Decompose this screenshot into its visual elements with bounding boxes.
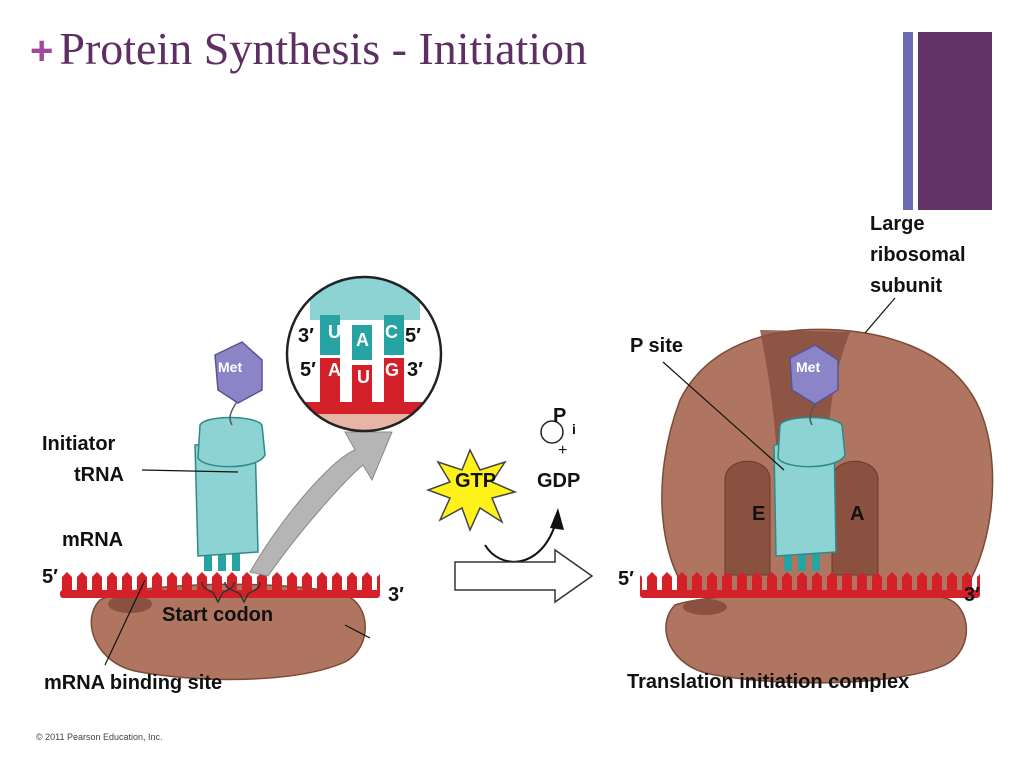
- start-codon-brace-2: [224, 581, 261, 604]
- gtp-label: GTP: [455, 470, 496, 492]
- trna-leader-line: [141, 469, 239, 473]
- pi-p-label: P: [553, 405, 566, 427]
- large-subunit-label-line3: subunit: [870, 275, 943, 297]
- large-subunit-leader-line: [864, 297, 896, 334]
- mrna-strand-right: [640, 568, 980, 598]
- start-codon-brace: [201, 581, 235, 604]
- magnify-arrow: [249, 431, 393, 577]
- anticodon-base-1: U: [328, 322, 341, 342]
- initiator-trna-left: [194, 341, 266, 571]
- subunit-leader-line: [344, 624, 371, 639]
- codon-base-2: U: [357, 367, 370, 387]
- codon-inset-circle: [285, 275, 443, 433]
- inset-top-right-label: 5′: [405, 325, 421, 347]
- slide-title: +Protein Synthesis - Initiation: [30, 22, 587, 75]
- met-label-left: Met: [218, 359, 242, 375]
- right-three-prime: 3′: [964, 584, 980, 606]
- initiator-trna-right: [773, 344, 846, 571]
- mrna-label: mRNA: [62, 529, 123, 551]
- anticodon-base-3: C: [385, 322, 398, 342]
- binding-site-label: mRNA binding site: [44, 672, 222, 694]
- codon-base-3: G: [385, 360, 399, 380]
- inset-top-left-label: 3′: [298, 325, 314, 347]
- copyright-text: © 2011 Pearson Education, Inc.: [36, 732, 163, 742]
- large-subunit-label-line2: ribosomal: [870, 244, 966, 266]
- start-codon-label: Start codon: [162, 604, 273, 626]
- codon-base-1: A: [328, 360, 341, 380]
- gdp-label: GDP: [537, 470, 580, 492]
- initiator-label-line2: tRNA: [74, 464, 124, 486]
- mrna-strand-left: [60, 568, 380, 598]
- initiator-label-line1: Initiator: [42, 433, 116, 455]
- small-ribosomal-subunit-left: [90, 583, 366, 681]
- anticodon-base-2: A: [356, 330, 369, 350]
- inset-bottom-left-label: 5′: [300, 359, 316, 381]
- title-text: Protein Synthesis - Initiation: [59, 23, 588, 74]
- right-five-prime: 5′: [618, 568, 634, 590]
- inset-bottom-right-label: 3′: [407, 359, 423, 381]
- phosphate-circle-icon: [540, 420, 564, 444]
- reaction-curve: [484, 524, 556, 563]
- a-site-label: A: [850, 503, 864, 525]
- plus-sign: +: [558, 442, 567, 459]
- complex-caption: Translation initiation complex: [627, 671, 909, 693]
- title-plus-icon: +: [30, 29, 54, 73]
- accent-bar-thick: [918, 32, 992, 210]
- process-arrow-icon: [454, 548, 594, 604]
- accent-bar-thin: [903, 32, 913, 210]
- left-three-prime: 3′: [388, 584, 404, 606]
- large-subunit-label-line1: Large: [870, 213, 924, 235]
- binding-site-leader-line: [104, 579, 146, 666]
- p-site-label: P site: [630, 335, 683, 357]
- met-label-right: Met: [796, 359, 820, 375]
- gtp-starburst-icon: [425, 448, 518, 532]
- left-five-prime: 5′: [42, 566, 58, 588]
- e-site-label: E: [752, 503, 765, 525]
- p-site-leader-line: [662, 361, 785, 471]
- reaction-arrowhead-icon: [550, 508, 564, 530]
- small-ribosomal-subunit-right: [665, 591, 968, 684]
- pi-i-label: i: [572, 421, 576, 437]
